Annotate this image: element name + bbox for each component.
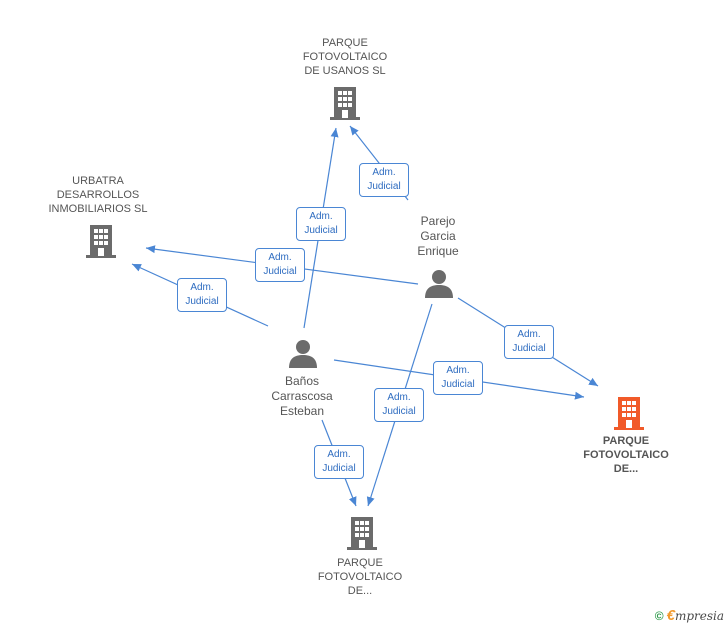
label-line: DE... bbox=[347, 585, 373, 597]
footer-brand: ©€mpresia bbox=[655, 607, 724, 624]
relation-badge[interactable]: Adm. Judicial bbox=[314, 445, 364, 479]
relation-type: Adm. bbox=[327, 449, 351, 460]
label-line: Baños bbox=[284, 374, 320, 388]
copyright-icon: © bbox=[654, 609, 664, 623]
brand-logo-initial: € bbox=[666, 607, 675, 624]
relation-badge[interactable]: Adm. Judicial bbox=[359, 163, 409, 197]
label-line: DESARROLLOS bbox=[56, 189, 140, 201]
building-icon-highlight[interactable] bbox=[613, 396, 645, 430]
label-line: FOTOVOLTAICO bbox=[583, 449, 669, 461]
label-line: PARQUE bbox=[602, 435, 650, 447]
relation-role: Judicial bbox=[512, 343, 546, 354]
relation-badge[interactable]: Adm. Judicial bbox=[374, 388, 424, 422]
label-line: DE... bbox=[613, 463, 639, 475]
relation-type: Adm. bbox=[446, 365, 470, 376]
relation-badge[interactable]: Adm. Judicial bbox=[255, 248, 305, 282]
company-label-parque-right[interactable]: PARQUE FOTOVOLTAICO DE... bbox=[566, 434, 686, 476]
relation-type: Adm. bbox=[517, 329, 541, 340]
relation-type: Adm. bbox=[372, 167, 396, 178]
brand-name: mpresia bbox=[674, 609, 724, 623]
relation-role: Judicial bbox=[367, 181, 401, 192]
relation-badge[interactable]: Adm. Judicial bbox=[177, 278, 227, 312]
company-label-parque-bottom[interactable]: PARQUE FOTOVOLTAICO DE... bbox=[300, 556, 420, 598]
relation-role: Judicial bbox=[382, 406, 416, 417]
label-line: Parejo bbox=[420, 214, 456, 228]
relation-type: Adm. bbox=[309, 211, 333, 222]
relation-type: Adm. bbox=[268, 252, 292, 263]
building-icon[interactable] bbox=[346, 516, 378, 550]
relation-role: Judicial bbox=[322, 463, 356, 474]
person-icon[interactable] bbox=[424, 268, 454, 298]
person-label-banos[interactable]: Baños Carrascosa Esteban bbox=[262, 374, 342, 419]
label-line: Garcia bbox=[420, 229, 456, 243]
label-line: DE USANOS SL bbox=[304, 65, 386, 77]
person-label-parejo[interactable]: Parejo Garcia Enrique bbox=[398, 214, 478, 259]
relation-role: Judicial bbox=[304, 225, 338, 236]
label-line: URBATRA bbox=[72, 175, 124, 187]
relation-role: Judicial bbox=[185, 296, 219, 307]
label-line: Enrique bbox=[417, 244, 459, 258]
company-label-usanos[interactable]: PARQUE FOTOVOLTAICO DE USANOS SL bbox=[285, 36, 405, 78]
label-line: PARQUE bbox=[337, 557, 383, 569]
relation-role: Judicial bbox=[263, 266, 297, 277]
relation-badge[interactable]: Adm. Judicial bbox=[504, 325, 554, 359]
relation-type: Adm. bbox=[190, 282, 214, 293]
building-icon[interactable] bbox=[329, 86, 361, 120]
relation-badge[interactable]: Adm. Judicial bbox=[433, 361, 483, 395]
relation-badge[interactable]: Adm. Judicial bbox=[296, 207, 346, 241]
person-icon[interactable] bbox=[288, 338, 318, 368]
label-line: INMOBILIARIOS SL bbox=[48, 203, 148, 215]
relation-type: Adm. bbox=[387, 392, 411, 403]
label-line: Carrascosa bbox=[271, 389, 333, 403]
label-line: PARQUE bbox=[322, 37, 368, 49]
relation-role: Judicial bbox=[441, 379, 475, 390]
label-line: FOTOVOLTAICO bbox=[317, 571, 403, 583]
building-icon[interactable] bbox=[85, 224, 117, 258]
label-line: Esteban bbox=[279, 404, 325, 418]
company-label-urbatra[interactable]: URBATRA DESARROLLOS INMOBILIARIOS SL bbox=[38, 174, 158, 216]
label-line: FOTOVOLTAICO bbox=[302, 51, 388, 63]
